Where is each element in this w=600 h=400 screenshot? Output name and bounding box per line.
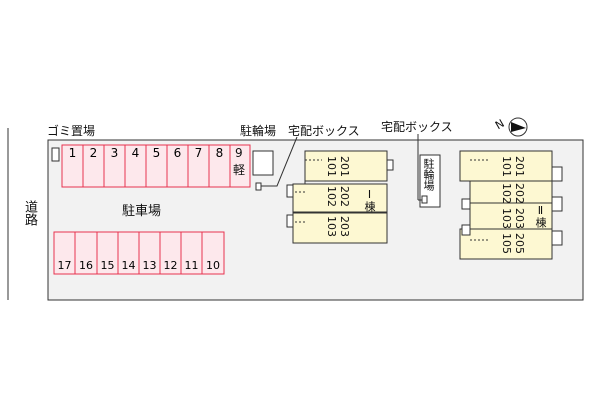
bike-parking-label: 駐輪場 bbox=[240, 124, 277, 138]
room-2-205: 205 bbox=[513, 233, 526, 254]
room-1-102: 102 bbox=[325, 186, 338, 207]
room-2-101: 101 bbox=[500, 156, 513, 177]
lower-parking-group bbox=[53, 231, 225, 275]
parking-space-11: 11 bbox=[184, 259, 199, 272]
parking-space-17: 17 bbox=[57, 259, 72, 272]
parking-space-12: 12 bbox=[163, 259, 178, 272]
parking-space-3: 3 bbox=[110, 146, 119, 160]
building-1-rooms-col2: 101 102 103 bbox=[325, 156, 338, 242]
room-2-202: 202 bbox=[513, 183, 526, 204]
room-1-203: 203 bbox=[338, 216, 351, 237]
lower-parking-numbers: 17 16 15 14 13 12 11 10 bbox=[54, 259, 224, 273]
parking-space-13: 13 bbox=[142, 259, 157, 272]
delivery-box-1 bbox=[255, 182, 262, 191]
parking-space-16: 16 bbox=[79, 259, 93, 272]
road-label: 道路 bbox=[22, 200, 37, 226]
room-1-101: 101 bbox=[325, 156, 338, 177]
building-2-shape bbox=[459, 150, 563, 260]
parking-space-7: 7 bbox=[194, 146, 203, 160]
delivery-box-label-2: 宅配ボックス bbox=[381, 120, 453, 134]
parking-space-14: 14 bbox=[121, 259, 136, 272]
room-2-105: 105 bbox=[500, 233, 513, 254]
bike-parking-small-label: 駐輪場 bbox=[422, 158, 435, 191]
room-2-201: 201 bbox=[513, 156, 526, 177]
building-2-name: Ⅱ棟 bbox=[534, 204, 547, 228]
north-compass-icon bbox=[508, 117, 528, 137]
delivery-box-2 bbox=[421, 195, 428, 204]
parking-space-1: 1 bbox=[68, 146, 77, 160]
room-1-202: 202 bbox=[338, 186, 351, 207]
building-1-name: Ⅰ棟 bbox=[363, 188, 376, 212]
garbage-label: ゴミ置場 bbox=[47, 124, 96, 138]
delivery-box-1-leader bbox=[261, 136, 298, 187]
room-1-201: 201 bbox=[338, 156, 351, 177]
parking-space-10: 10 bbox=[206, 259, 220, 272]
parking-space-8: 8 bbox=[215, 146, 224, 160]
room-2-203: 203 bbox=[513, 208, 526, 229]
room-1-103: 103 bbox=[325, 216, 338, 237]
parking-space-15: 15 bbox=[100, 259, 115, 272]
room-2-102: 102 bbox=[500, 183, 513, 204]
bike-parking-box bbox=[252, 150, 274, 176]
delivery-box-label-1: 宅配ボックス bbox=[288, 124, 360, 138]
upper-parking-numbers: 1 2 3 4 5 6 7 8 bbox=[62, 146, 230, 160]
bike-parking-small-box bbox=[419, 154, 441, 208]
building-2-rooms-col2: 101 102 103 105 bbox=[500, 156, 513, 260]
room-2-103: 103 bbox=[500, 208, 513, 229]
parking-space-2: 2 bbox=[89, 146, 98, 160]
upper-parking-group bbox=[61, 144, 251, 188]
building-2-rooms-col1: 201 202 203 205 bbox=[513, 156, 526, 260]
building-1-rooms-col1: 201 202 203 bbox=[338, 156, 351, 242]
building-1-shape bbox=[286, 150, 394, 244]
garbage-station bbox=[51, 147, 60, 162]
parking-space-6: 6 bbox=[173, 146, 182, 160]
kei-car-label: 軽 bbox=[233, 163, 246, 177]
parking-space-4: 4 bbox=[131, 146, 140, 160]
parking-space-9: 9 bbox=[235, 146, 243, 160]
parking-label: 駐車場 bbox=[122, 204, 162, 219]
parking-space-5: 5 bbox=[152, 146, 161, 160]
